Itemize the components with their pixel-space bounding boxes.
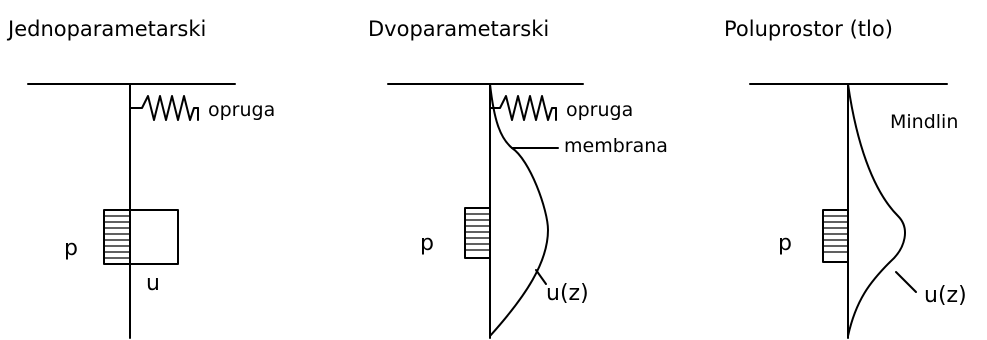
panel-3-model-label: Mindlin <box>890 111 958 133</box>
panel-1-title: Jednoparametarski <box>6 17 206 41</box>
panel-2-displacement-leader <box>535 269 547 285</box>
panel-3-load-hatching <box>824 215 847 253</box>
panel-1-load-block <box>103 209 131 265</box>
panel-2-displacement-curve <box>489 147 549 337</box>
panel-2-title: Dvoparametarski <box>368 17 549 41</box>
panel-3-load-block <box>822 209 849 263</box>
panel-2-load-label: p <box>420 231 434 256</box>
panel-3-title: Poluprostor (tlo) <box>724 17 893 41</box>
panel-2-spring <box>489 95 557 121</box>
panel-2-spring-label: opruga <box>566 99 633 121</box>
panel-1-displacement-label: u <box>146 271 160 296</box>
panel-two-parameter: Dvoparametarski opruga membrana p u(z) <box>368 17 668 339</box>
panel-2-load-block <box>464 207 491 259</box>
panel-1-spring-label: opruga <box>208 99 275 121</box>
panel-3-load-label: p <box>778 231 792 256</box>
panel-2-displacement-label: u(z) <box>546 281 589 306</box>
panel-half-space: Poluprostor (tlo) Mindlin p u(z) <box>724 17 967 339</box>
panel-2-membrane-label: membrana <box>564 135 668 157</box>
panel-1-displacement-block <box>129 209 179 265</box>
panel-2-membrane-curve <box>489 83 513 149</box>
panel-3-displacement-leader <box>895 271 917 293</box>
panel-one-parameter: Jednoparametarski opruga p u <box>6 17 275 339</box>
panel-1-load-label: p <box>64 236 78 261</box>
panel-1-spring <box>129 95 199 121</box>
panel-3-displacement-label: u(z) <box>924 283 967 308</box>
panel-3-displacement-curve <box>847 83 906 337</box>
panel-2-load-hatching <box>466 213 489 251</box>
panel-1-load-hatching <box>105 215 129 259</box>
